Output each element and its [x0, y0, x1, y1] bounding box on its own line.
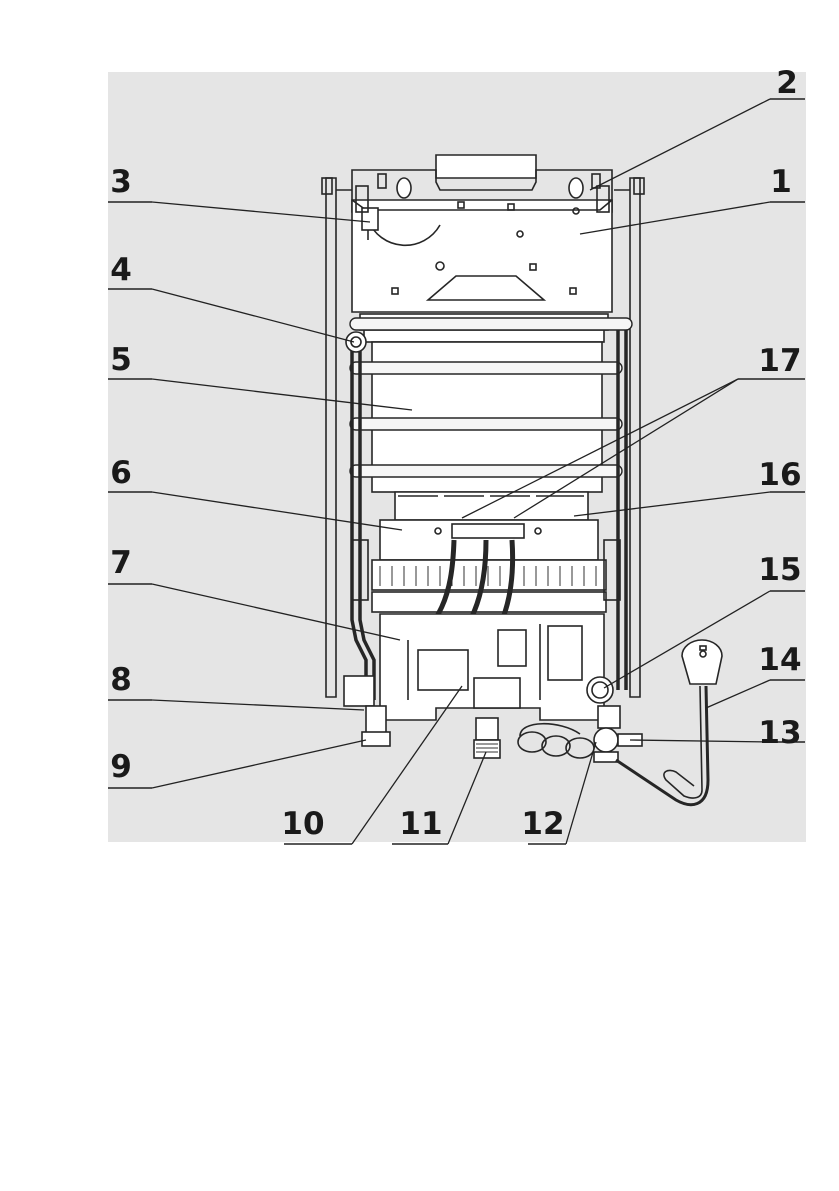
combustion-hood	[352, 186, 612, 312]
overheat-sensor	[346, 332, 366, 352]
callout-4: 4	[110, 252, 132, 288]
callout-11: 11	[399, 806, 442, 842]
callout-9: 9	[110, 749, 132, 785]
callout-12: 12	[521, 806, 564, 842]
callout-15: 15	[758, 552, 801, 588]
callout-7: 7	[110, 545, 132, 581]
callout-16: 16	[758, 457, 801, 493]
gas-inlet	[474, 718, 500, 758]
callout-5: 5	[110, 342, 132, 378]
callout-14: 14	[758, 642, 801, 678]
callout-2: 2	[776, 65, 798, 101]
callout-8: 8	[110, 662, 132, 698]
callout-17: 17	[758, 343, 801, 379]
callout-1: 1	[770, 164, 792, 200]
callout-13: 13	[758, 715, 801, 751]
callout-3: 3	[110, 164, 132, 200]
valve-block	[380, 614, 613, 720]
callout-6: 6	[110, 455, 132, 491]
callout-10: 10	[281, 806, 324, 842]
